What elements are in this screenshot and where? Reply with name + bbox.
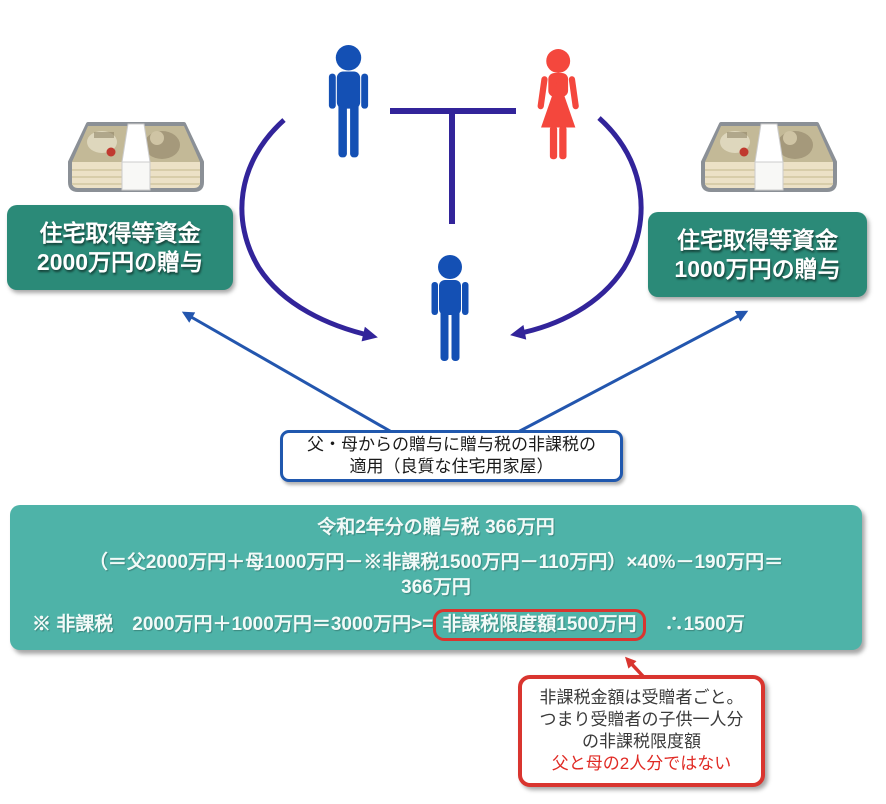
gift-box-father: 住宅取得等資金 2000万円の贈与 bbox=[7, 205, 233, 290]
family-tree-connector bbox=[390, 108, 516, 224]
mother-person-icon bbox=[537, 49, 580, 160]
calc-note-suffix: ∴1500万 bbox=[645, 614, 745, 635]
calc-formula-line1: （＝父2000万円＋母1000万円－※非課税1500万円－110万円）×40%－… bbox=[88, 552, 784, 573]
gift-box-mother-line2: 1000万円の贈与 bbox=[674, 255, 841, 282]
exemption-limit-callout-line1: 非課税金額は受贈者ごと。 bbox=[539, 687, 744, 707]
child-person-icon bbox=[431, 255, 469, 361]
gift-box-mother: 住宅取得等資金 1000万円の贈与 bbox=[648, 212, 867, 297]
money-stack-icon bbox=[701, 122, 837, 192]
tax-exemption-note-line1: 父・母からの贈与に贈与税の非課税の bbox=[307, 434, 596, 454]
exemption-limit-callout-line2: つまり受贈者の子供一人分 bbox=[539, 709, 744, 729]
gift-flow-arrow-right bbox=[510, 116, 644, 340]
gift-box-father-line1: 住宅取得等資金 bbox=[39, 220, 201, 247]
tax-exemption-note-line2: 適用（良質な住宅用家屋） bbox=[349, 457, 554, 476]
exemption-limit-callout-line4: 父と母の2人分ではない bbox=[551, 754, 732, 774]
gift-flow-arrow-left bbox=[239, 118, 378, 342]
gift-box-father-line2: 2000万円の贈与 bbox=[36, 248, 204, 275]
calc-title: 令和2年分の贈与税 366万円 bbox=[317, 517, 555, 538]
father-person-icon bbox=[328, 45, 369, 158]
note-pointer-arrow-left bbox=[181, 311, 417, 448]
money-stack-icon bbox=[68, 122, 204, 192]
gift-tax-calculation-box: 令和2年分の贈与税 366万円 （＝父2000万円＋母1000万円－※非課税15… bbox=[10, 505, 862, 650]
exemption-limit-callout-line3: の非課税限度額 bbox=[582, 732, 701, 751]
calc-formula: （＝父2000万円＋母1000万円－※非課税1500万円－110万円）×40%－… bbox=[10, 550, 862, 600]
note-pointer-arrow-right bbox=[517, 310, 749, 434]
exemption-limit-highlight: 非課税限度額1500万円 bbox=[433, 609, 646, 641]
calc-exemption-note: ※ 非課税 2000万円＋1000万円＝3000万円>=非課税限度額1500万円… bbox=[10, 609, 862, 641]
calc-formula-line2: 366万円 bbox=[401, 577, 471, 598]
calc-note-prefix: ※ 非課税 2000万円＋1000万円＝3000万円>= bbox=[32, 614, 434, 635]
tax-exemption-note: 父・母からの贈与に贈与税の非課税の 適用（良質な住宅用家屋） bbox=[280, 430, 623, 482]
gift-box-mother-line1: 住宅取得等資金 bbox=[677, 227, 838, 254]
exemption-limit-callout: 非課税金額は受贈者ごと。 つまり受贈者の子供一人分 の非課税限度額 父と母の2人… bbox=[518, 675, 765, 787]
